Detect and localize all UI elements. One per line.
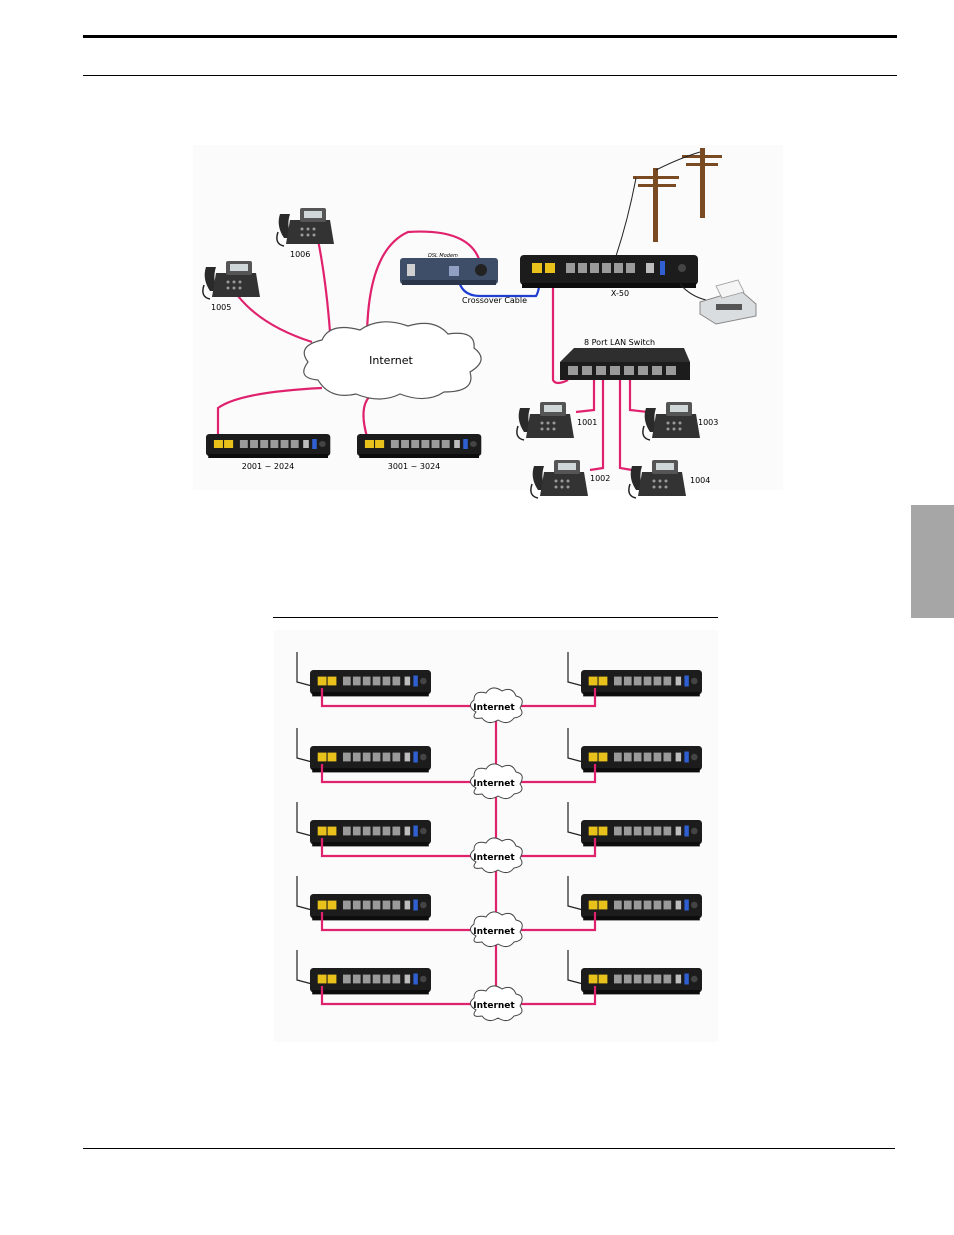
remote-device-3001	[357, 434, 481, 458]
left-device	[310, 670, 431, 696]
internet-label: Internet	[473, 853, 515, 863]
internet-label: Internet	[473, 779, 515, 789]
crossover-cable-label: Crossover Cable	[462, 296, 527, 305]
phone-1005-label: 1005	[211, 303, 231, 312]
phone-1004-label: 1004	[690, 476, 710, 485]
right-device	[581, 746, 702, 772]
left-device	[310, 820, 431, 846]
right-device	[581, 670, 702, 696]
x50-label: X-50	[611, 289, 629, 298]
right-device	[581, 894, 702, 920]
right-device	[581, 820, 702, 846]
figure1: Internet DSL Modem Crossover Cable	[193, 145, 783, 498]
phone-1001-label: 1001	[577, 418, 597, 427]
internet-cloud: Internet	[304, 322, 481, 399]
left-device	[310, 746, 431, 772]
remote-3001-label: 3001 ~ 3024	[388, 462, 441, 471]
left-device	[310, 968, 431, 994]
phone-1003-label: 1003	[698, 418, 718, 427]
internet-label: Internet	[473, 1001, 515, 1011]
internet-label: Internet	[473, 927, 515, 937]
remote-device-2001	[206, 434, 330, 458]
dsl-modem-label: DSL Modem	[428, 253, 458, 259]
phone-1006-label: 1006	[290, 250, 310, 259]
remote-2001-label: 2001 ~ 2024	[242, 462, 295, 471]
internet-label: Internet	[369, 354, 413, 367]
phone-1002-label: 1002	[590, 474, 610, 483]
left-device	[310, 894, 431, 920]
internet-label: Internet	[473, 703, 515, 713]
lan-switch-label: 8 Port LAN Switch	[584, 338, 655, 347]
right-device	[581, 968, 702, 994]
